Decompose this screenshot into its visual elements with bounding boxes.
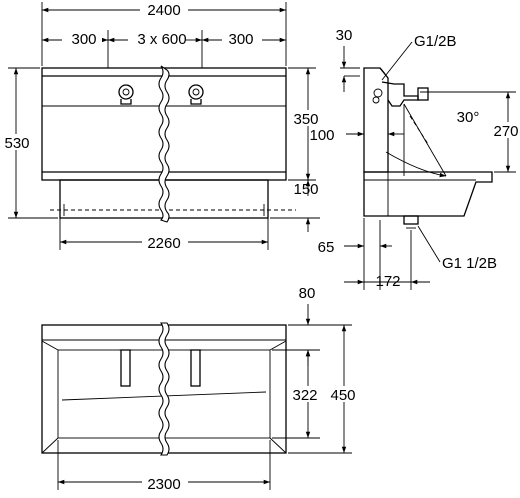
- side-drain: [403, 215, 419, 225]
- dim-skirt-height: 150: [293, 181, 318, 198]
- dim-skirt-width: 2260: [147, 235, 180, 252]
- top-view: 80 322 450 2300: [41, 285, 358, 493]
- dim-segment-right: 300: [228, 31, 253, 48]
- side-wall-plate: [363, 67, 389, 173]
- dim-segment-middle: 3 x 600: [137, 31, 186, 48]
- top-break-mark: [158, 322, 170, 456]
- spout-icon: [119, 349, 132, 387]
- spout-icon: [189, 349, 202, 387]
- tap-icon: [188, 84, 204, 105]
- dim-total-depth: 450: [330, 387, 355, 404]
- dim-outlet-offset: 65: [318, 239, 335, 256]
- dim-segment-left: 300: [71, 31, 96, 48]
- dim-total-width: 2300: [147, 476, 180, 493]
- dim-angle: 30°: [457, 109, 480, 126]
- dim-inner-depth: 322: [292, 387, 317, 404]
- dim-projection: 100: [309, 127, 334, 144]
- label-inlet-thread: G1/2B: [414, 33, 457, 50]
- dim-wall-offset: 30: [336, 27, 353, 44]
- dim-total-height: 530: [4, 135, 29, 152]
- label-outlet-thread: G1 1/2B: [442, 255, 497, 272]
- dim-basin-height: 350: [293, 111, 318, 128]
- front-view: 2400 300 3 x 600 300 530 350 150: [2, 2, 320, 252]
- dim-rim-width: 80: [299, 285, 316, 302]
- tap-icon: [118, 84, 134, 105]
- side-view: 30 G1/2B 100 30° 270 65 172 G1 1/2B: [309, 27, 520, 290]
- dim-outlet-distance: 172: [375, 273, 400, 290]
- dim-fitting-height: 270: [493, 123, 518, 140]
- dim-overall-width: 2400: [147, 2, 180, 19]
- side-basin: [363, 171, 493, 217]
- front-break-mark: [158, 65, 170, 223]
